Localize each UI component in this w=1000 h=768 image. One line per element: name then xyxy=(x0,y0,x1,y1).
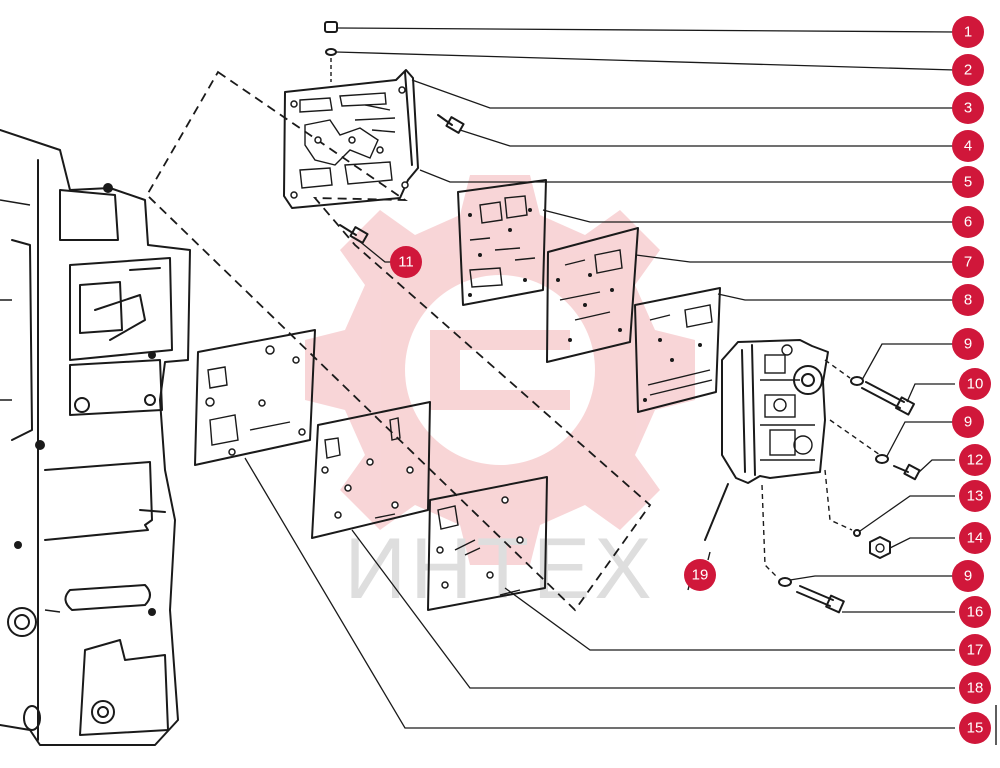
leader-lines xyxy=(244,27,956,729)
callout-17: 17 xyxy=(959,634,991,666)
plug-part-1 xyxy=(324,21,338,33)
svg-text:9: 9 xyxy=(964,414,972,431)
callout-19: 19 xyxy=(684,559,716,591)
callout-4: 4 xyxy=(952,130,984,162)
callout-18: 18 xyxy=(959,672,991,704)
svg-text:5: 5 xyxy=(964,174,972,191)
callout-5: 5 xyxy=(952,166,984,198)
svg-text:19: 19 xyxy=(692,567,709,584)
callout-11: 11 xyxy=(390,246,422,278)
lower-valve-body xyxy=(721,339,829,484)
svg-text:18: 18 xyxy=(967,680,984,697)
svg-text:7: 7 xyxy=(964,254,972,271)
callout-10: 10 xyxy=(959,368,991,400)
svg-text:16: 16 xyxy=(967,604,984,621)
o-ring-part-2 xyxy=(325,48,337,56)
separator-plate-8 xyxy=(634,287,721,413)
nut-part-14 xyxy=(869,536,891,559)
callout-2: 2 xyxy=(952,54,984,86)
gasket-17 xyxy=(427,476,548,611)
bolt-part-11 xyxy=(339,224,369,244)
bolt-part-12 xyxy=(893,463,921,481)
svg-text:9: 9 xyxy=(964,568,972,585)
svg-text:14: 14 xyxy=(967,530,984,547)
svg-text:1: 1 xyxy=(964,24,972,41)
pin-part-13 xyxy=(853,529,861,537)
callout-12: 12 xyxy=(959,444,991,476)
svg-text:10: 10 xyxy=(967,376,984,393)
svg-text:4: 4 xyxy=(964,138,972,155)
svg-text:15: 15 xyxy=(967,720,984,737)
callout-8: 8 xyxy=(952,284,984,316)
svg-text:6: 6 xyxy=(964,214,972,231)
callout-6: 6 xyxy=(952,206,984,238)
callout-3: 3 xyxy=(952,92,984,124)
svg-text:3: 3 xyxy=(964,100,972,117)
washer-9b xyxy=(875,454,889,464)
svg-text:17: 17 xyxy=(967,642,984,659)
callout-9-lower: 9 xyxy=(952,560,984,592)
svg-text:12: 12 xyxy=(967,452,984,469)
callout-13: 13 xyxy=(959,480,991,512)
svg-text:2: 2 xyxy=(964,62,972,79)
callout-9-middle: 9 xyxy=(952,406,984,438)
gasket-18 xyxy=(311,401,431,539)
washer-9a xyxy=(850,376,864,386)
gasket-15 xyxy=(194,329,316,466)
callout-1: 1 xyxy=(952,16,984,48)
upper-valve-body xyxy=(283,69,419,209)
watermark-text: ИНТЕХ xyxy=(344,521,655,617)
svg-text:9: 9 xyxy=(964,336,972,353)
svg-text:8: 8 xyxy=(964,292,972,309)
bolt-part-4 xyxy=(437,114,465,134)
bolt-part-16 xyxy=(796,585,845,614)
bolt-part-10 xyxy=(861,381,915,416)
svg-text:11: 11 xyxy=(398,254,414,271)
transmission-housing xyxy=(0,129,191,746)
svg-text:13: 13 xyxy=(967,488,984,505)
callout-14: 14 xyxy=(959,522,991,554)
callout-9-upper: 9 xyxy=(952,328,984,360)
separator-plate-6 xyxy=(457,179,547,306)
callout-7: 7 xyxy=(952,246,984,278)
washer-9c xyxy=(778,577,792,587)
callout-16: 16 xyxy=(959,596,991,628)
callout-15: 15 xyxy=(959,712,991,744)
separator-plate-7 xyxy=(546,227,639,363)
